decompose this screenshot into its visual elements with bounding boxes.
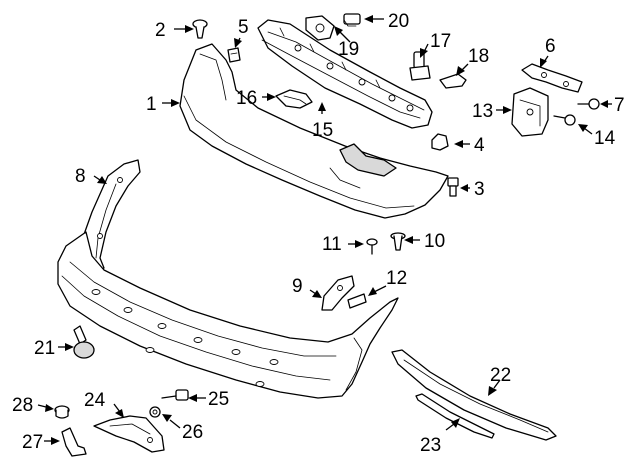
callout-20: 20	[388, 11, 409, 32]
clip-nut-icon	[431, 133, 449, 151]
rivet-icon	[390, 232, 406, 251]
callout-10: 10	[424, 231, 445, 252]
callout-19: 19	[338, 39, 359, 60]
grommet-icon	[54, 405, 70, 419]
mount-bracket-icon	[511, 87, 549, 137]
callout-17: 17	[430, 31, 451, 52]
guide-bracket-icon	[275, 89, 313, 109]
leader-lines	[37, 15, 612, 445]
bolt-icon	[161, 389, 189, 401]
callout-12: 12	[386, 268, 407, 289]
callout-28: 28	[12, 395, 33, 416]
callout-16: 16	[236, 88, 257, 109]
callout-labels: 2 1 5 20 19 17 18 6 16 15 13 7 14 4 3 8 …	[12, 11, 625, 456]
callout-23: 23	[420, 435, 441, 456]
reflector-bracket-icon	[321, 275, 355, 311]
callout-14: 14	[594, 128, 616, 149]
bracket-clip-icon	[61, 427, 87, 457]
bolt-icon	[553, 114, 576, 126]
bolt-icon	[447, 177, 459, 197]
clip-icon	[439, 73, 467, 89]
valance-molding-icon	[391, 349, 557, 441]
bumper-cover-lower-icon	[57, 231, 399, 399]
callout-8: 8	[75, 166, 86, 187]
callout-9: 9	[292, 276, 303, 297]
retainer-icon	[347, 293, 367, 309]
bumper-cover-upper-icon	[179, 43, 449, 219]
callout-25: 25	[208, 389, 229, 410]
callout-1: 1	[146, 94, 157, 115]
callout-2: 2	[155, 20, 166, 41]
screw-icon	[577, 98, 600, 110]
nut-icon	[149, 406, 161, 418]
trim-strip-icon	[415, 393, 495, 439]
callout-3: 3	[474, 179, 485, 200]
callout-27: 27	[22, 432, 43, 453]
callout-11: 11	[322, 234, 342, 255]
bolt-icon	[343, 13, 361, 27]
callout-26: 26	[182, 422, 203, 443]
energy-absorber-icon	[257, 19, 433, 129]
callout-13: 13	[472, 101, 493, 122]
callout-4: 4	[474, 135, 485, 156]
callout-15: 15	[312, 120, 333, 141]
callout-18: 18	[468, 46, 489, 67]
callout-5: 5	[238, 17, 249, 38]
callout-7: 7	[614, 95, 625, 116]
plate-bracket-icon	[305, 15, 335, 41]
callout-24: 24	[84, 390, 106, 411]
callout-21: 21	[34, 338, 55, 359]
callout-6: 6	[545, 36, 556, 57]
splash-shield-icon	[93, 415, 165, 453]
push-pin-icon	[192, 19, 208, 39]
screw-icon	[366, 238, 378, 255]
square-clip-icon	[227, 47, 241, 63]
parking-sensor-icon	[73, 325, 95, 359]
callout-22: 22	[490, 365, 511, 386]
